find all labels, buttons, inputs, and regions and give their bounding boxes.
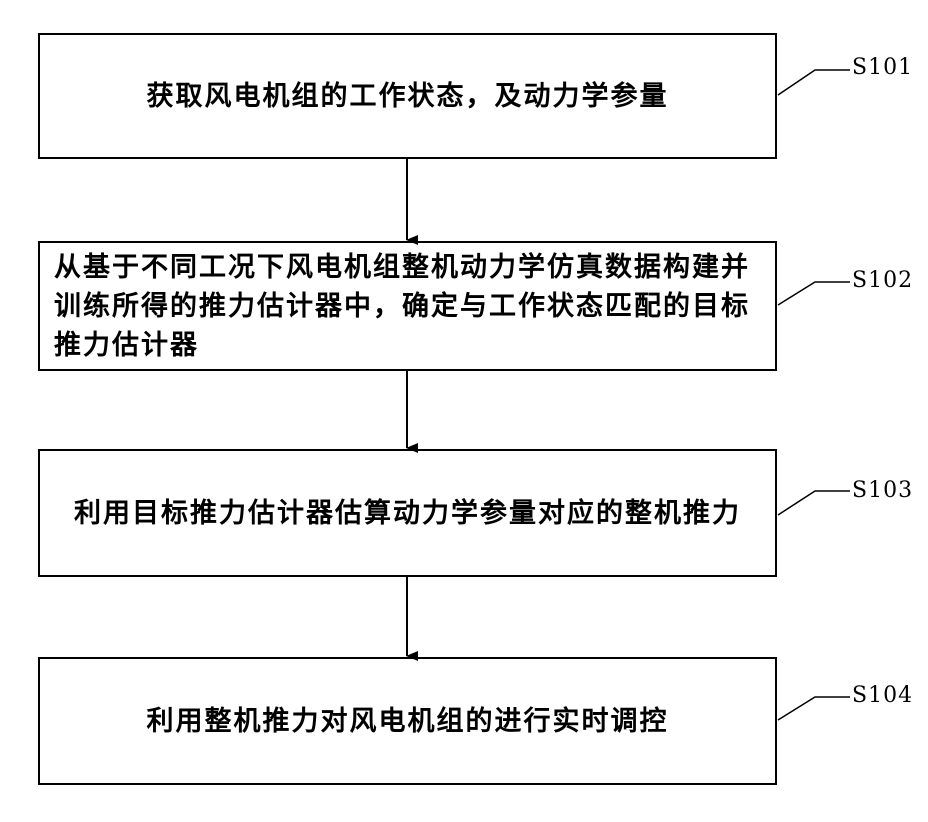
step-label-s102: S102: [852, 268, 913, 293]
leader-line-s101: [778, 70, 850, 95]
step-label-s104: S104: [852, 683, 913, 708]
step-label-s101: S101: [852, 55, 913, 80]
leader-line-s104: [778, 697, 850, 720]
step-label-s103: S103: [852, 478, 913, 503]
leader-line-s103: [778, 491, 850, 515]
leader-line-s102: [778, 282, 850, 305]
